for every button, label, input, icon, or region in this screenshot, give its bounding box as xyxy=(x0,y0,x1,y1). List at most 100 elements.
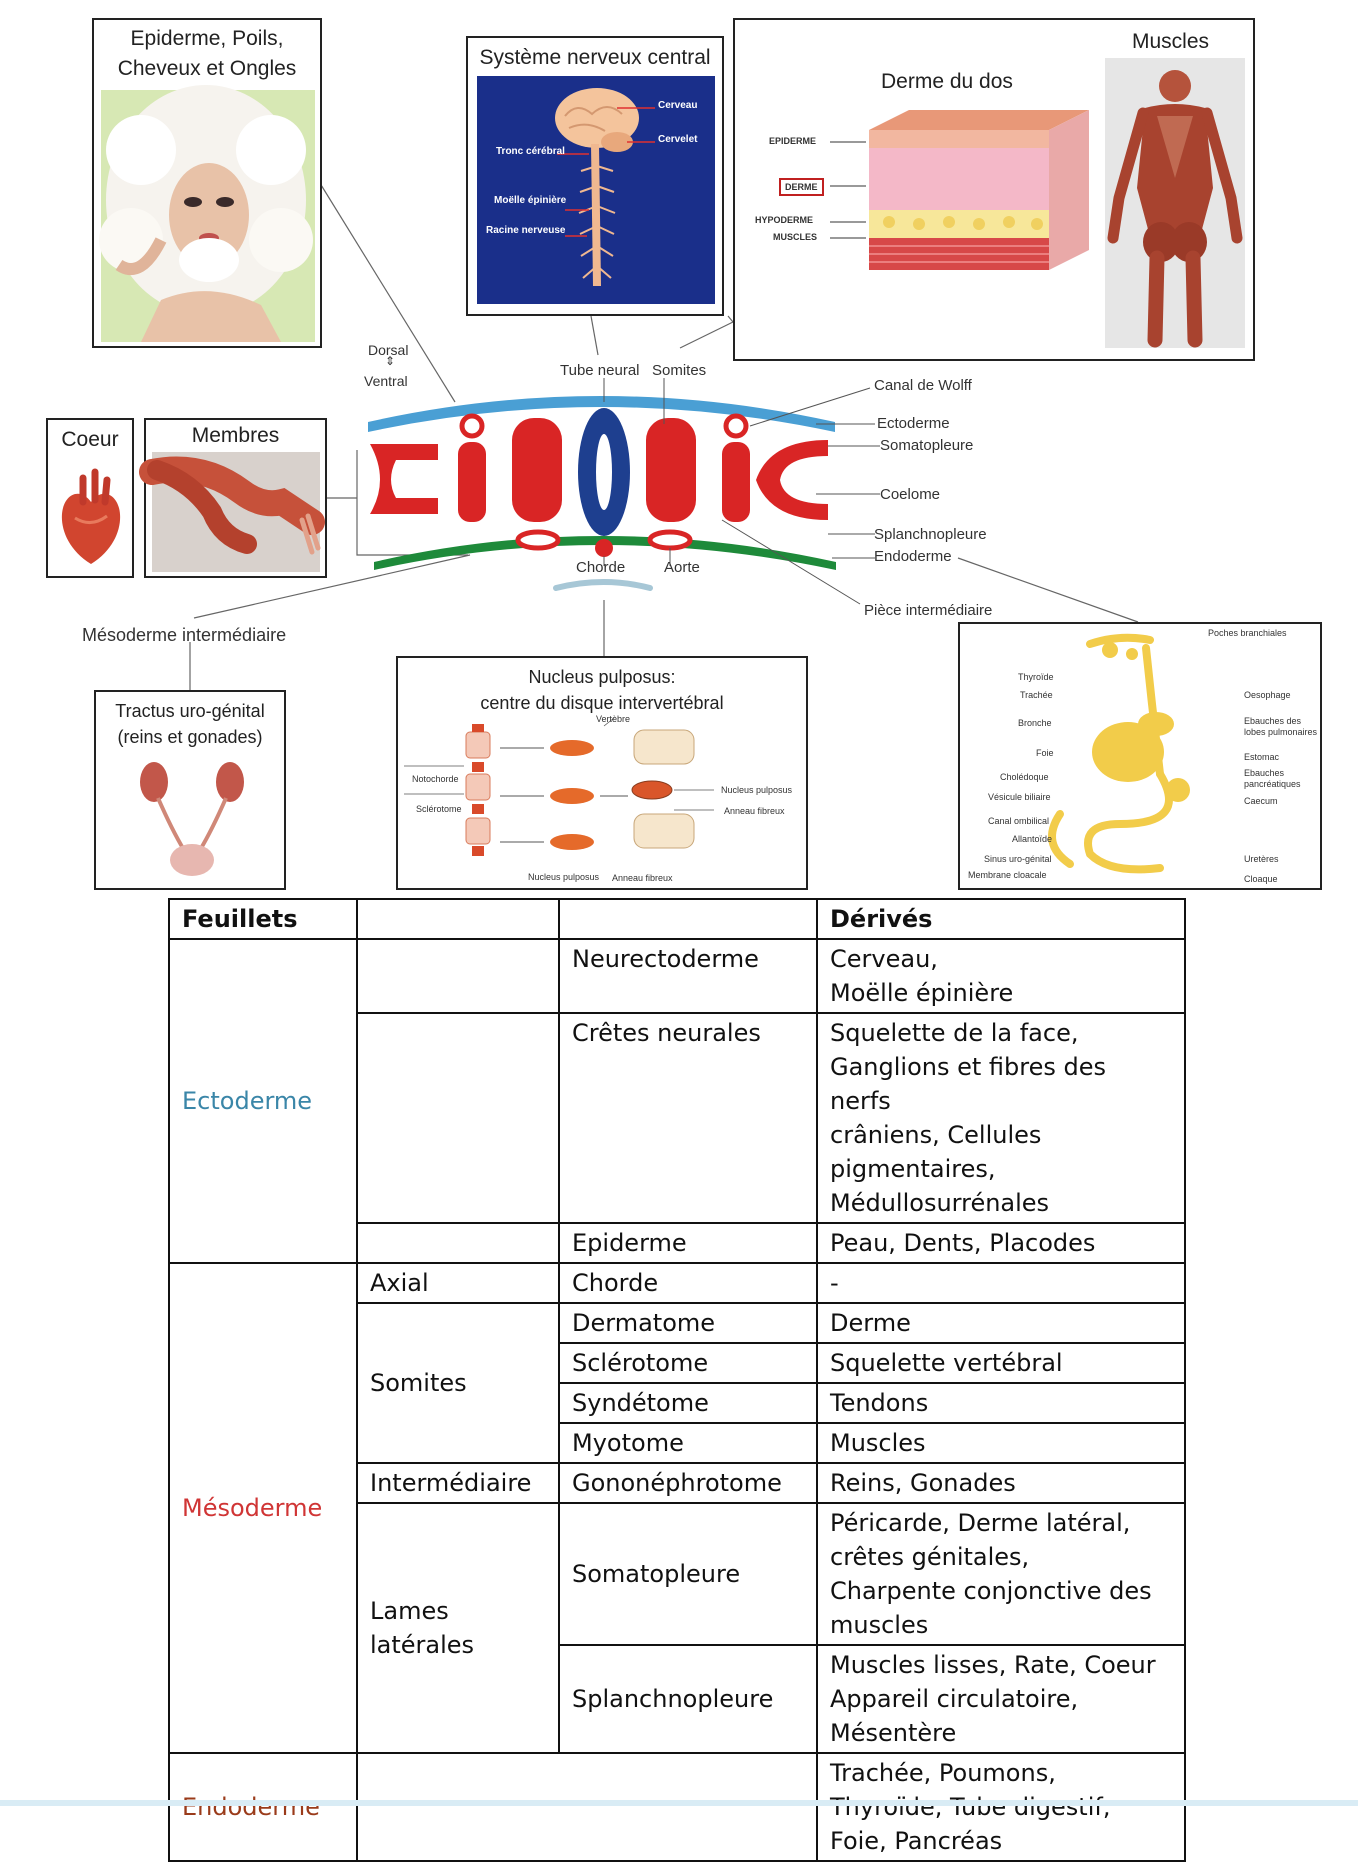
panel-nucleus-title: Nucleus pulposus: centre du disque inter… xyxy=(480,667,724,713)
label-canal-wolff: Canal de Wolff xyxy=(874,377,972,394)
endo-label-estomac: Estomac xyxy=(1244,752,1280,762)
nucleus-label-sclerotome: Sclérotome xyxy=(416,804,462,814)
muscular-body-illustration xyxy=(1105,58,1245,348)
tissue-cell: Chorde xyxy=(558,1262,818,1304)
nucleus-label-vertebre: Vertèbre xyxy=(596,714,631,724)
table-row: Sclérotome Squelette vertébral xyxy=(169,1342,1186,1384)
embryo-cross-section xyxy=(368,378,880,605)
label-endoderme: Endoderme xyxy=(874,548,952,565)
tissue-cell: Syndétome xyxy=(558,1382,818,1424)
derives-cell: Muscles xyxy=(816,1422,1186,1464)
endo-label-oesophage: Oesophage xyxy=(1244,690,1291,700)
endo-label-sinus: Sinus uro-génital xyxy=(984,854,1052,864)
connector-lines xyxy=(189,179,1139,690)
panel-derme-muscles: Derme du dos Muscles EPIDERME DERME HYPO… xyxy=(733,18,1255,361)
table-row: Myotome Muscles xyxy=(169,1422,1186,1464)
left-wolff-duct xyxy=(459,413,485,439)
group-empty xyxy=(356,1012,560,1224)
chorde xyxy=(595,539,613,557)
skin-label-hypoderme: HYPODERME xyxy=(755,215,814,225)
panel-muscles-title: Muscles xyxy=(1132,30,1210,53)
endo-label-cloaque: Cloaque xyxy=(1244,874,1278,884)
derivatives-table-wrap: Feuillets Dérivés Ectoderme Neurectoderm… xyxy=(168,898,1186,1862)
endo-label-canal: Canal ombilical xyxy=(988,816,1050,826)
endo-label-lobes: Ebauches des lobes pulmonaires xyxy=(1244,716,1318,737)
ectoderm-layer xyxy=(368,396,835,432)
derives-cell: - xyxy=(816,1262,1186,1304)
group-empty xyxy=(356,1222,560,1264)
endo-label-caecum: Caecum xyxy=(1244,796,1278,806)
portrait-illustration xyxy=(99,85,315,342)
feuillet-mesoderme: Mésoderme xyxy=(168,1262,358,1754)
skin-label-derme: DERME xyxy=(779,178,824,196)
group-empty xyxy=(356,1752,818,1862)
right-somite xyxy=(646,418,696,522)
panel-endoderme: Poches branchiales Thyroïde Trachée Oeso… xyxy=(958,622,1322,890)
derives-cell: Cerveau, Moëlle épinière xyxy=(816,938,1186,1014)
derives-cell: Squelette vertébral xyxy=(816,1342,1186,1384)
header-derives: Dérivés xyxy=(816,898,1186,940)
left-intermediate xyxy=(458,442,486,522)
panel-nucleus: Nucleus pulposus: centre du disque inter… xyxy=(396,656,808,890)
endo-label-poches: Poches branchiales xyxy=(1208,628,1287,638)
nucleus-precursor-band xyxy=(553,579,653,591)
table-row: Crêtes neurales Squelette de la face, Ga… xyxy=(169,1012,1186,1224)
nucleus-label-pulposus: Nucleus pulposus xyxy=(721,785,793,795)
label-somites: Somites xyxy=(652,362,707,379)
endo-label-choledoque: Cholédoque xyxy=(1000,772,1049,782)
group-cell: Axial xyxy=(356,1262,560,1304)
label-coelome: Coelome xyxy=(880,486,941,503)
header-empty-1 xyxy=(356,898,560,940)
panel-derme-title: Derme du dos xyxy=(881,70,1013,93)
skin-block-illustration xyxy=(869,110,1089,270)
digestive-tube-illustration xyxy=(1048,633,1190,874)
table-row: Syndétome Tendons xyxy=(169,1382,1186,1424)
feuillet-endoderme: Endoderme xyxy=(168,1752,358,1862)
table-row: Intermédiaire Gononéphrotome Reins, Gona… xyxy=(169,1462,1186,1504)
snc-label-cervelet: Cervelet xyxy=(658,134,698,145)
right-intermediate xyxy=(722,442,750,522)
right-lateral-plate xyxy=(756,440,828,520)
tissue-cell: Neurectoderme xyxy=(558,938,818,1014)
tissue-cell: Dermatome xyxy=(558,1302,818,1344)
snc-label-tronc: Tronc cérébral xyxy=(496,146,565,157)
table-row: Ectoderme Neurectoderme Cerveau, Moëlle … xyxy=(168,938,1186,1264)
bottom-bar xyxy=(0,1800,1358,1806)
label-piece-intermediaire: Pièce intermédiaire xyxy=(864,602,993,619)
derives-cell: Tendons xyxy=(816,1382,1186,1424)
label-aorte: Aorte xyxy=(664,559,700,576)
endo-label-trachee: Trachée xyxy=(1020,690,1053,700)
snc-label-cerveau: Cerveau xyxy=(658,100,698,111)
endo-label-thyroide: Thyroïde xyxy=(1018,672,1054,682)
panel-membres-title: Membres xyxy=(191,424,280,447)
nucleus-label-anneau: Anneau fibreux xyxy=(724,806,785,816)
nucleus-label-notochorde: Notochorde xyxy=(412,774,459,784)
header-feuillets: Feuillets xyxy=(168,898,358,940)
endo-label-pancreas: Ebauches pancréatiques xyxy=(1244,768,1301,789)
derives-cell: Muscles lisses, Rate, Coeur Appareil cir… xyxy=(816,1644,1186,1754)
urogenital-illustration xyxy=(140,762,244,876)
table-row: Mésoderme Axial Chorde - xyxy=(168,1262,1186,1754)
dorsal-ventral-arrow: ⇕ xyxy=(385,354,396,368)
skin-label-epiderme: EPIDERME xyxy=(769,136,817,146)
tissue-cell: Gononéphrotome xyxy=(558,1462,818,1504)
derives-cell: Trachée, Poumons, Thyroïde, Tube digesti… xyxy=(816,1752,1186,1862)
neural-canal xyxy=(596,434,612,510)
derives-cell: Derme xyxy=(816,1302,1186,1344)
derives-cell: Peau, Dents, Placodes xyxy=(816,1222,1186,1264)
label-tube-neural: Tube neural xyxy=(560,362,640,379)
left-aorta xyxy=(515,529,561,551)
tissue-cell: Epiderme xyxy=(558,1222,818,1264)
endo-label-foie: Foie xyxy=(1036,748,1054,758)
panel-epiderme-title: Epiderme, Poils, Cheveux et Ongles xyxy=(117,27,297,80)
right-wolff-duct xyxy=(723,413,749,439)
cns-illustration xyxy=(477,76,715,304)
label-mesoderme-intermediaire: Mésoderme intermédiaire xyxy=(82,625,287,645)
table-row: Somites Dermatome Derme xyxy=(169,1302,1186,1464)
table-header-row: Feuillets Dérivés xyxy=(168,898,1186,940)
endo-label-allantoide: Allantoïde xyxy=(1012,834,1053,844)
derives-cell: Reins, Gonades xyxy=(816,1462,1186,1504)
endo-label-ureteres: Uretères xyxy=(1244,854,1279,864)
right-aorta xyxy=(647,529,693,551)
tissue-cell: Myotome xyxy=(558,1422,818,1464)
